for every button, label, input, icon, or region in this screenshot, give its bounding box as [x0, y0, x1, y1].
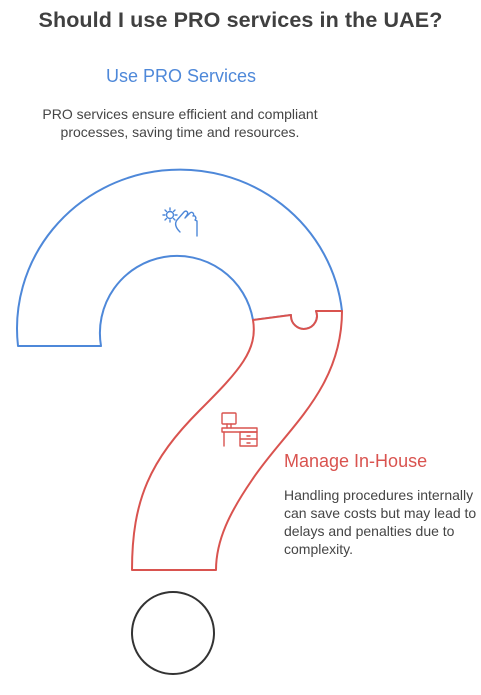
- question-mark-stem-piece: [131, 310, 343, 571]
- option-b-description: Handling procedures internally can save …: [284, 487, 477, 557]
- office-desk-icon: [221, 412, 258, 447]
- gear-hand-icon: [162, 207, 198, 237]
- diagram-title: Should I use PRO services in the UAE?: [38, 8, 443, 32]
- option-a-description: PRO services ensure efficient and compli…: [42, 106, 318, 140]
- question-mark-dot: [131, 591, 215, 675]
- option-b-title: Manage In-House: [284, 451, 428, 471]
- option-a-title: Use PRO Services: [105, 66, 257, 86]
- question-mark-top-piece: [16, 168, 343, 347]
